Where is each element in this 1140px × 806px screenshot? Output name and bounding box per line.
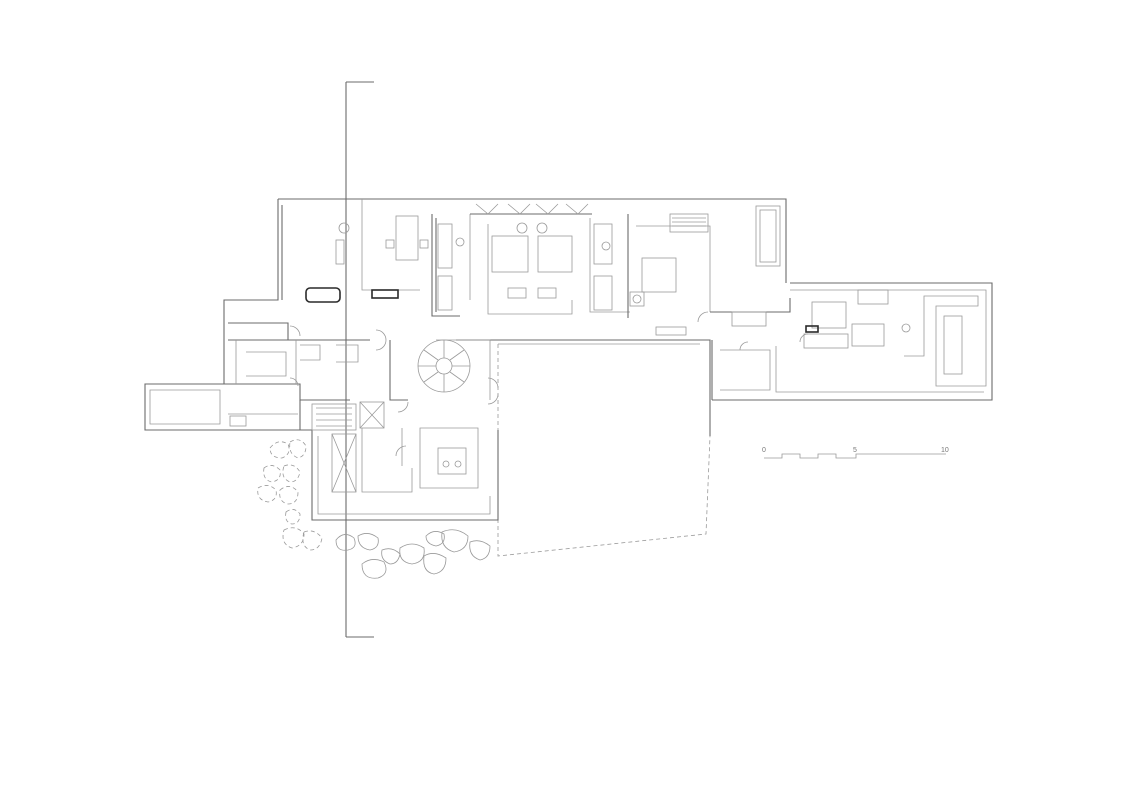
scale-bar-label-10: 10 [941,447,949,454]
study-rooms [305,215,429,303]
master-suite [627,205,781,336]
scale-bar-label-5: 5 [853,447,857,454]
door-swings [289,311,809,457]
service-block [300,401,499,521]
courtyard [497,343,711,557]
east-wing [710,282,993,401]
scale-bar-label-0: 0 [762,447,766,454]
spiral-stair [389,339,711,436]
exterior-walls [144,198,787,431]
bedroom-wing [431,203,630,317]
scale-bar: 0 5 10 [762,447,949,459]
section-cut-line [345,81,374,638]
landscape-stones [257,439,491,579]
